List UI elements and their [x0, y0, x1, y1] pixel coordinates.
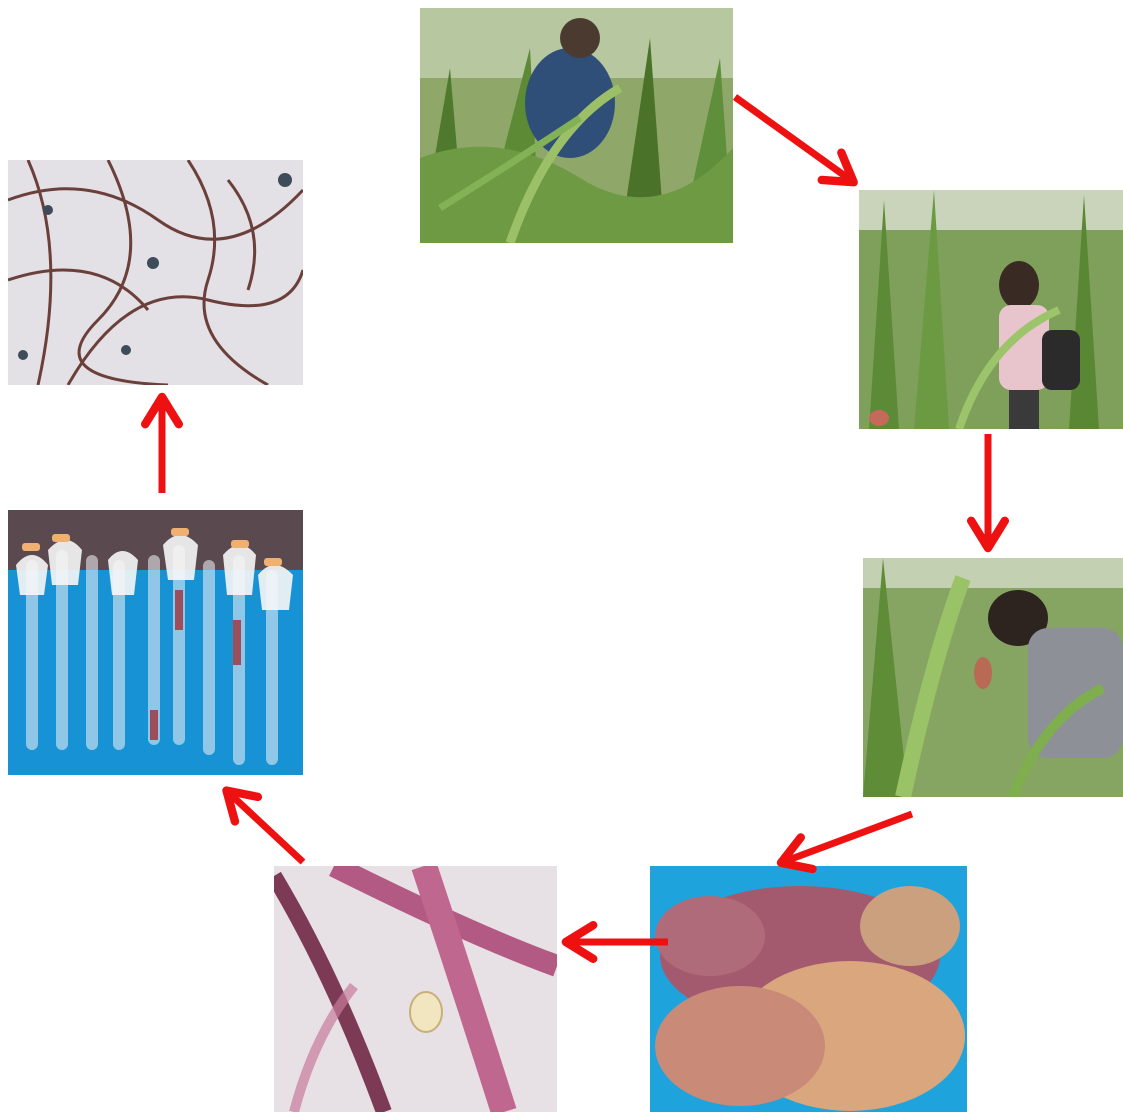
photo-test-tube-rearing: [8, 510, 303, 775]
person-examining-maize-ear-photo: [863, 558, 1123, 797]
photo-silk-collection: [859, 190, 1123, 429]
test-tubes-photo: [8, 510, 303, 775]
maize-silk-pile-photo: [650, 866, 967, 1112]
photo-field-inspection: [420, 8, 733, 243]
photo-silk-sample: [650, 866, 967, 1112]
arrow-1-to-2: [735, 97, 852, 181]
photo-silk-with-eggs: [8, 160, 303, 385]
silk-strands-with-eggs-photo: [8, 160, 303, 385]
arrow-5-to-6: [228, 792, 303, 862]
silk-with-egg-microscope-photo: [274, 866, 557, 1112]
woman-in-maize-field-photo: [859, 190, 1123, 429]
photo-ear-examination: [863, 558, 1123, 797]
photo-microscopy: [274, 866, 557, 1112]
arrow-3-to-4: [783, 814, 912, 862]
man-in-maize-field-photo: [420, 8, 733, 243]
